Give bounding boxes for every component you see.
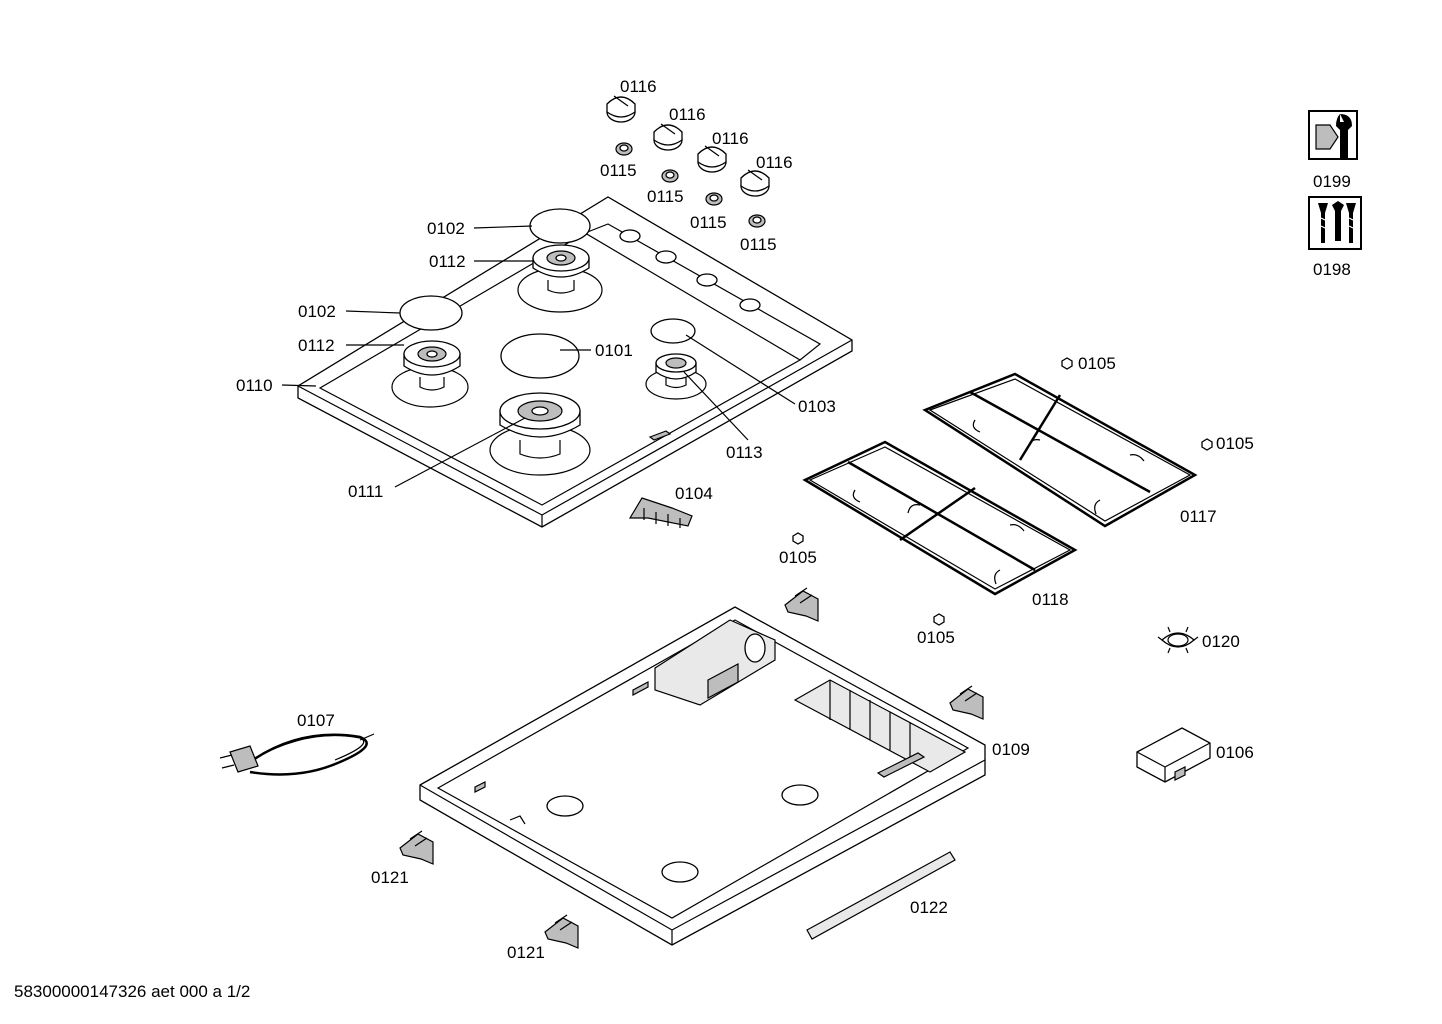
knob-ring-icon[interactable]: [661, 169, 679, 183]
bracket-icon[interactable]: [628, 497, 693, 528]
part-label: 0116: [756, 153, 793, 172]
part-label: 0121: [371, 868, 409, 887]
fixing-clamp-icon[interactable]: [544, 914, 579, 949]
part-label: 0112: [298, 336, 335, 355]
part-label: 0115: [690, 213, 727, 232]
part-label: 0102: [427, 219, 465, 238]
knob-ring-icon[interactable]: [748, 214, 766, 228]
part-label: 0116: [620, 77, 657, 96]
part-label: 0103: [798, 397, 836, 416]
pan-support-small[interactable]: [802, 440, 1078, 596]
part-label: 0105: [779, 548, 817, 567]
burner-head-icon[interactable]: [403, 340, 461, 391]
control-knob-icon[interactable]: [740, 169, 770, 197]
burner-cap-icon[interactable]: [500, 333, 580, 379]
part-label: 0105: [1078, 354, 1116, 373]
part-label: 0107: [297, 711, 335, 730]
rubber-foot-icon[interactable]: [792, 532, 804, 545]
part-label: 0112: [429, 252, 466, 271]
part-label: 0118: [1032, 590, 1069, 609]
burner-cap-icon[interactable]: [650, 318, 696, 344]
part-label: 0120: [1202, 632, 1240, 651]
part-label: 0117: [1180, 507, 1217, 526]
part-label: 0106: [1216, 743, 1254, 762]
part-label: 0104: [675, 484, 713, 503]
part-label: 0116: [712, 129, 749, 148]
seal-strip-icon[interactable]: [806, 851, 956, 940]
part-label: 0121: [507, 943, 545, 962]
rubber-foot-icon[interactable]: [1061, 357, 1073, 370]
rubber-foot-icon[interactable]: [1201, 438, 1213, 451]
part-label: 0110: [236, 376, 273, 395]
knob-ring-icon[interactable]: [615, 142, 633, 156]
rubber-foot-icon[interactable]: [933, 613, 945, 626]
part-label: 0111: [348, 482, 383, 501]
fixing-clamp-icon[interactable]: [784, 587, 819, 622]
part-label: 0115: [647, 187, 684, 206]
part-label: 0109: [992, 740, 1030, 759]
part-label: 0102: [298, 302, 336, 321]
burner-cap-icon[interactable]: [399, 295, 463, 331]
part-label: 0122: [910, 898, 948, 917]
power-cable-icon[interactable]: [219, 733, 375, 776]
burner-cap-icon[interactable]: [529, 208, 591, 244]
part-label: 0105: [1216, 434, 1254, 453]
drawing-id: 58300000147326 aet 000 a 1/2: [14, 982, 251, 1001]
control-knob-icon[interactable]: [653, 123, 683, 151]
control-knob-icon[interactable]: [697, 145, 727, 173]
control-knob-icon[interactable]: [606, 95, 636, 123]
part-label: 0198: [1313, 260, 1351, 279]
burner-head-icon[interactable]: [532, 244, 590, 294]
knob-ring-icon[interactable]: [705, 192, 723, 206]
ignition-box-icon[interactable]: [1136, 727, 1211, 783]
part-label: 0116: [669, 105, 706, 124]
screws-icon[interactable]: [1308, 196, 1362, 250]
leader-lines: [281, 225, 796, 488]
gasket-ring-icon[interactable]: [1157, 626, 1199, 654]
part-labels: 0116 0116 0116 0116 0115 0115 0115 0115 …: [236, 77, 1351, 962]
fixing-clamp-icon[interactable]: [399, 830, 434, 865]
part-label: 0199: [1313, 172, 1351, 191]
part-label: 0115: [600, 161, 637, 180]
part-label: 0105: [917, 628, 955, 647]
part-label: 0115: [740, 235, 777, 254]
fixing-clamp-icon[interactable]: [949, 685, 984, 720]
pan-support-large[interactable]: [922, 372, 1198, 528]
wrench-icon[interactable]: [1308, 110, 1358, 160]
part-label: 0113: [726, 443, 763, 462]
base-tray[interactable]: [419, 606, 986, 946]
part-label: 0101: [595, 341, 633, 360]
